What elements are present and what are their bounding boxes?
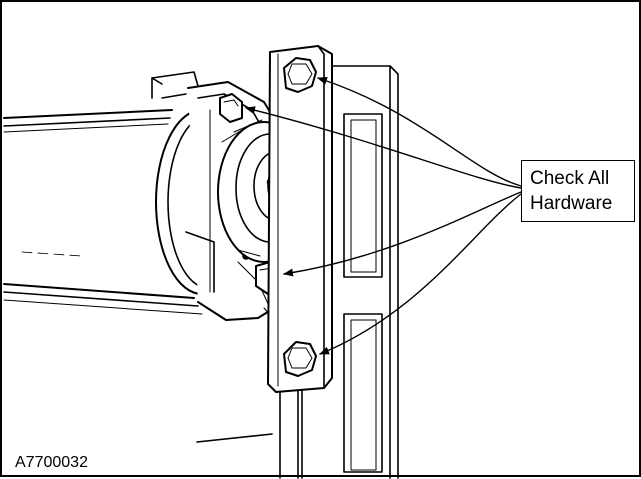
callout-line-1: Check All — [530, 168, 610, 189]
bracket-nut-upper — [219, 93, 243, 123]
leader-lines — [245, 76, 522, 355]
leader-bracket-nut-lower — [283, 191, 522, 277]
plate-bolt-bottom — [283, 341, 317, 377]
mounting-plate — [267, 45, 333, 393]
vertical-channel — [196, 65, 399, 479]
check-all-hardware-callout: Check All Hardware — [521, 160, 635, 222]
leader-plate-bolt-top — [317, 76, 522, 187]
plate-bolt-top — [283, 57, 317, 93]
callout-line-2: Hardware — [530, 193, 613, 214]
roller-tube — [3, 109, 203, 315]
leader-bracket-nut-upper — [245, 106, 522, 189]
figure-id-label: A7700032 — [12, 454, 91, 472]
leader-plate-bolt-bottom — [319, 193, 522, 355]
